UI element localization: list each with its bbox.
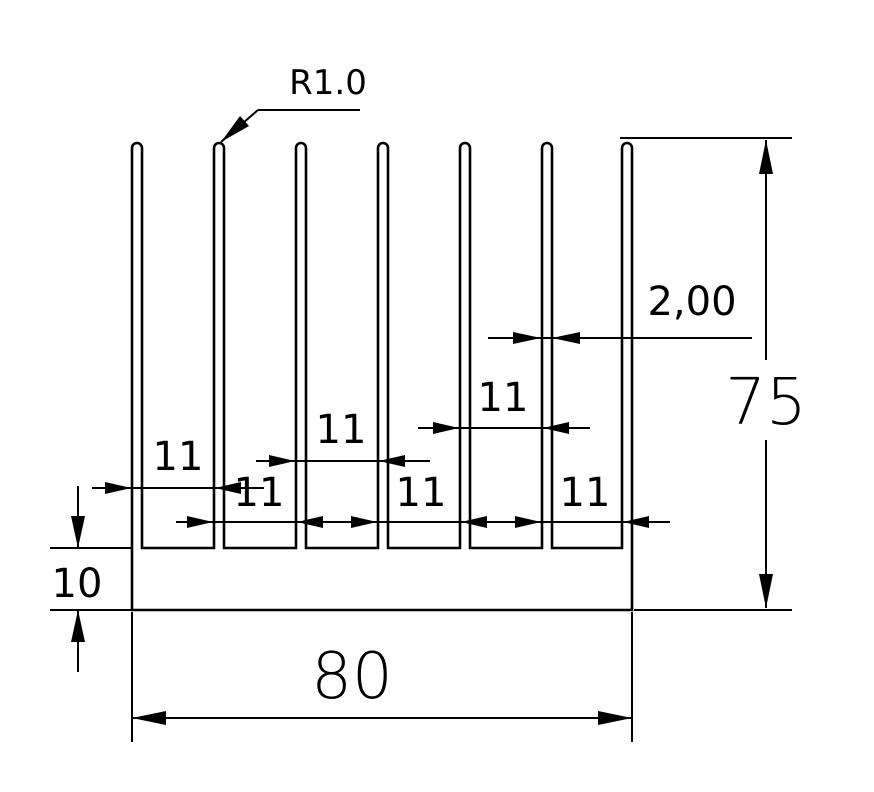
fin-thickness-dimension: 2,00: [488, 279, 752, 344]
heatsink-profile: [130, 141, 634, 612]
pitch-dimension-5: 11: [418, 375, 590, 434]
pitch-label-1: 11: [153, 434, 204, 480]
base-dimension: 10: [50, 486, 132, 672]
pitch-dimension-3: 11: [256, 407, 430, 467]
fin-thickness-label: 2,00: [647, 279, 736, 325]
width-dimension: 80: [131, 612, 633, 742]
pitch-dimension-2: 11 11 11: [176, 470, 670, 528]
height-dimension: 75: [620, 137, 807, 611]
pitch-dimension-1: 11: [92, 434, 264, 494]
pitch-label-6: 11: [560, 470, 611, 516]
pitch-label-4: 11: [396, 470, 447, 516]
pitch-label-3: 11: [316, 407, 367, 453]
radius-callout: R1.0: [220, 63, 367, 143]
base-label: 10: [52, 561, 103, 607]
pitch-label-5: 11: [478, 375, 529, 421]
pitch-label-2: 11: [234, 470, 285, 516]
radius-label: R1.0: [289, 63, 367, 103]
height-label: 75: [725, 366, 806, 440]
width-label: 80: [311, 640, 392, 714]
